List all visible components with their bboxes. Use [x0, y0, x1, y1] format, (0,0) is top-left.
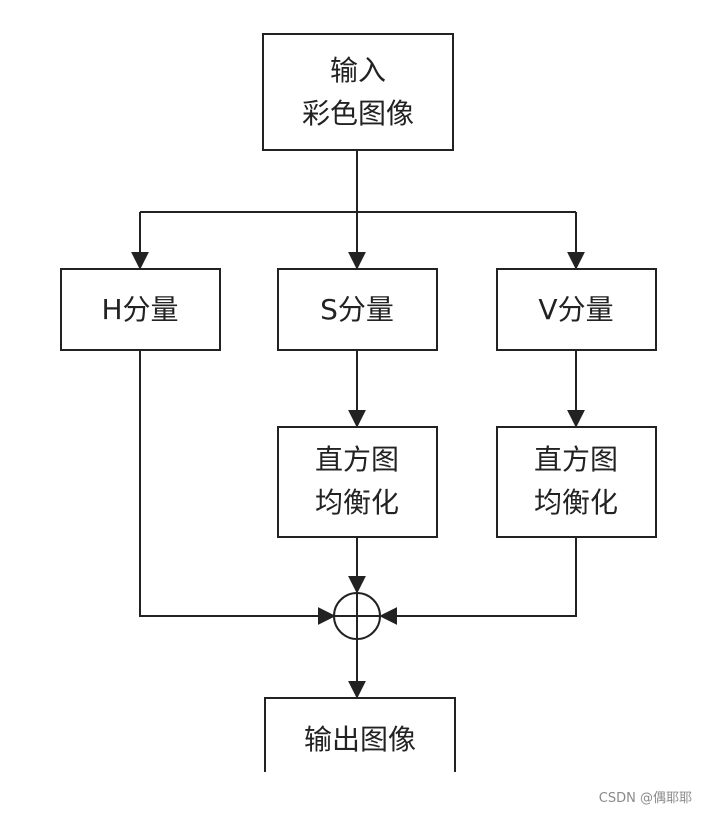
- node-s-label: S分量: [320, 293, 394, 326]
- node-input-line2: 彩色图像: [302, 97, 414, 130]
- edges: [131, 150, 585, 699]
- node-eq-s-line1: 直方图: [315, 443, 399, 476]
- node-h-component: H分量: [60, 268, 221, 351]
- node-s-component: S分量: [277, 268, 438, 351]
- node-v-component: V分量: [496, 268, 657, 351]
- node-eq-v-line1: 直方图: [534, 443, 618, 476]
- watermark: CSDN @偶耶耶: [598, 791, 692, 806]
- node-eq-v-line2: 均衡化: [534, 486, 618, 519]
- node-input: 输入 彩色图像: [262, 33, 454, 151]
- node-input-line1: 输入: [330, 54, 386, 87]
- edge-h-to-combine: [139, 350, 336, 625]
- node-h-label: H分量: [101, 293, 178, 326]
- node-v-label: V分量: [538, 293, 613, 326]
- node-output: 输出图像: [264, 697, 456, 772]
- edge-eq-v-to-combine: [379, 537, 577, 625]
- node-eq-s: 直方图 均衡化: [277, 426, 438, 538]
- combine-operator-icon: [333, 592, 381, 640]
- node-eq-v: 直方图 均衡化: [496, 426, 657, 538]
- node-eq-s-line2: 均衡化: [315, 486, 399, 519]
- node-output-label: 输出图像: [304, 723, 416, 756]
